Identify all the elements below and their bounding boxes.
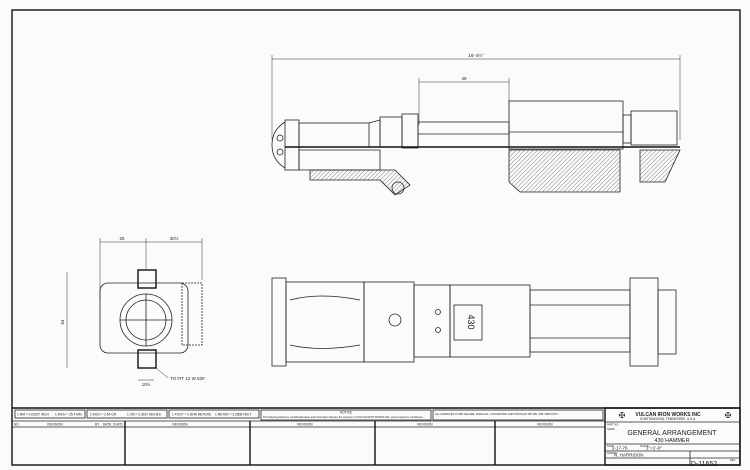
end-height-dim: 54 bbox=[60, 319, 65, 325]
drawing-scale: 1"=1'-0" bbox=[646, 446, 662, 451]
company-logo: ✠ bbox=[619, 411, 626, 420]
conversion-text: 1 INCH = 2.54 CM bbox=[90, 413, 116, 417]
part-no-label: PART NO. bbox=[607, 423, 619, 427]
end-left-dim: 25 bbox=[119, 236, 125, 241]
conversion-text: 1 MM = 0.03937 INCH bbox=[17, 413, 49, 417]
drawing-subtitle: 430 HAMMER bbox=[654, 438, 689, 444]
drawing-date: 2-17-76 bbox=[612, 446, 628, 451]
chkd-header: CHK'D bbox=[113, 423, 123, 427]
revision-header: REVISION bbox=[297, 423, 313, 427]
notice-text: This drawing discloses confidential idea… bbox=[263, 415, 425, 419]
drawing-border bbox=[11, 9, 741, 466]
drawn-by: N. HARRISON bbox=[614, 453, 644, 458]
overall-length-dim: 16'-4½" bbox=[468, 52, 484, 58]
no-header: NO bbox=[14, 423, 19, 427]
revision-header: REVISION bbox=[417, 423, 433, 427]
title-strip: 1 MM = 0.03937 INCH 1 INCH = 25.4 MM 1 I… bbox=[12, 407, 741, 468]
title-block: VULCAN IRON WORKS INC CHATTANOOGA, TENNE… bbox=[604, 407, 741, 468]
end-right-dim: 30½ bbox=[170, 235, 179, 241]
drawing-number: D-11652 bbox=[691, 461, 717, 468]
revision-header: REVISION bbox=[172, 423, 188, 427]
conversion-text: 1 FOOT = 0.3048 METERS bbox=[172, 413, 211, 417]
date-header: DATE bbox=[103, 423, 111, 427]
revision-header: REVISION bbox=[47, 423, 63, 427]
fit-note: TO FIT 12 W 53# bbox=[170, 376, 205, 381]
conversion-text: 1 CM = 0.3937 INCHES bbox=[127, 413, 161, 417]
revision-columns: REVISION REVISION REVISION REVISION REVI… bbox=[14, 421, 553, 465]
conversion-text: 1 INCH = 25.4 MM bbox=[55, 413, 82, 417]
end-view: 25 30½ 54 10½ TO FIT 12 W 53# bbox=[60, 235, 205, 387]
notice-heading: NOTICE bbox=[340, 411, 352, 415]
date-label: DATE bbox=[607, 444, 614, 448]
by-header: BY bbox=[95, 423, 100, 427]
name-label: NAME bbox=[607, 427, 615, 431]
rev-label: REV bbox=[730, 458, 736, 462]
model-plate-label: 430 bbox=[466, 314, 476, 329]
drawn-label: DRAWN bbox=[607, 451, 617, 455]
end-bottom-dim: 10½ bbox=[142, 381, 151, 387]
side-elevation-view: 16'-4½" 49 bbox=[271, 52, 681, 196]
model-plate bbox=[453, 304, 483, 341]
company-name: VULCAN IRON WORKS INC bbox=[635, 412, 701, 418]
revision-header: REVISION bbox=[537, 423, 553, 427]
conversion-text: 1 METER = 3.2808 FEET bbox=[215, 413, 251, 417]
company-location: CHATTANOOGA, TENNESSEE, U.S.A. bbox=[640, 417, 696, 421]
tolerance-note: ALL SURFACES TO BE SQUARE, PARALLEL, CON… bbox=[435, 412, 560, 416]
scale-label: SCALE bbox=[640, 444, 649, 448]
drawing-title: GENERAL ARRANGEMENT bbox=[627, 430, 717, 437]
plan-view: 430 bbox=[271, 277, 677, 367]
stroke-length-dim: 49 bbox=[461, 76, 467, 81]
company-logo: ✠ bbox=[725, 411, 732, 420]
